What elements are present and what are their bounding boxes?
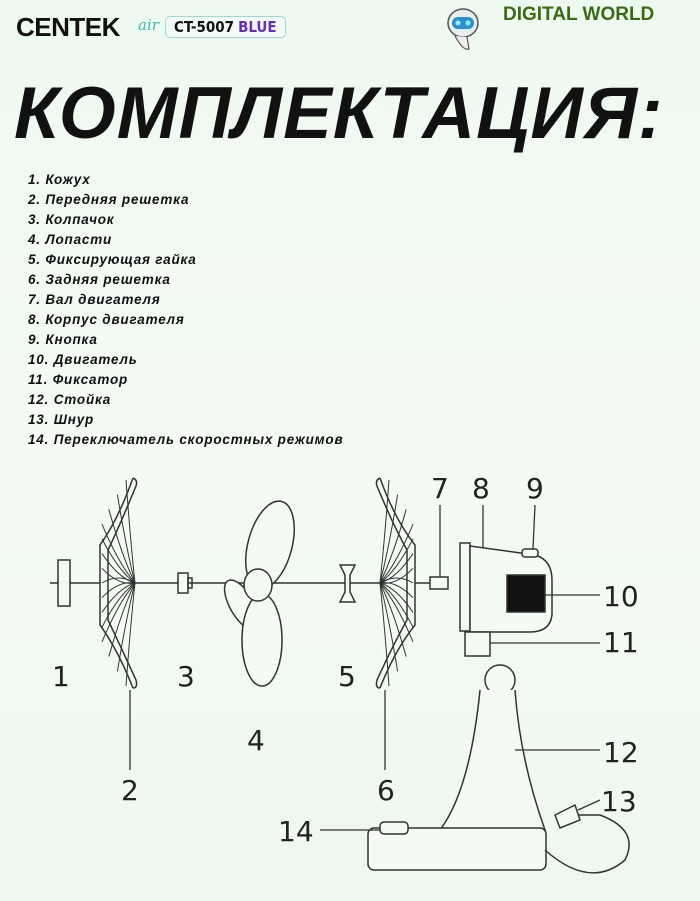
grille-spoke <box>379 509 407 584</box>
list-item: 12. Стойка <box>28 392 112 407</box>
page-title: КОМПЛЕКТАЦИЯ: <box>14 73 664 154</box>
grille-spoke <box>379 567 414 584</box>
grille-spoke <box>101 538 136 584</box>
plug-part <box>554 803 581 829</box>
grille-spoke <box>101 577 136 584</box>
grille-spoke <box>379 582 414 628</box>
cover-part <box>57 559 71 607</box>
list-item: 8. Корпус двигателя <box>28 312 185 327</box>
cap-part <box>177 572 189 594</box>
label-13: 13 <box>601 785 637 818</box>
brand-suffix: air <box>138 16 159 34</box>
label-3: 3 <box>177 660 195 693</box>
list-item: 14. Переключатель скоростных режимов <box>28 432 344 447</box>
store-name: DIGITAL WORLD <box>503 4 655 25</box>
cap-stem <box>187 577 193 589</box>
label-2: 2 <box>121 774 139 807</box>
leader-lines <box>129 504 601 831</box>
grille-spoke <box>101 582 136 599</box>
grille-spoke <box>379 523 414 584</box>
grille-spoke <box>379 582 390 687</box>
list-item: 2. Передняя решетка <box>28 192 190 207</box>
grille-spoke <box>379 582 407 657</box>
grille-spoke <box>101 582 136 613</box>
grille-spoke <box>379 538 414 584</box>
grille-spoke <box>101 523 136 584</box>
list-item: 13. Шнур <box>28 412 95 427</box>
front-grille-part <box>99 477 138 689</box>
label-14: 14 <box>278 815 314 848</box>
model-color: BLUE <box>238 18 277 36</box>
grille-spoke <box>379 582 414 599</box>
robot-logo-icon <box>447 8 479 50</box>
nut-part <box>338 564 357 603</box>
parts-list: 1. Кожух 2. Передняя решетка 3. Колпачок… <box>28 170 343 450</box>
label-7: 7 <box>431 472 449 505</box>
rear-grille-part <box>375 477 416 689</box>
list-item: 9. Кнопка <box>28 332 98 347</box>
cord-part <box>544 814 630 874</box>
motor-block <box>506 574 546 613</box>
label-8: 8 <box>472 472 490 505</box>
grille-spoke <box>379 479 390 584</box>
blades-part <box>223 500 295 687</box>
grille-spoke <box>379 582 399 672</box>
fan-exploded-diagram: 1 2 3 4 5 6 7 8 9 10 11 12 13 14 <box>50 472 639 874</box>
label-9: 9 <box>526 472 544 505</box>
grille-spoke <box>125 479 136 584</box>
shaft-part <box>429 576 449 590</box>
grille-spoke <box>379 582 414 643</box>
grille-spoke <box>101 567 136 584</box>
grille-spoke <box>379 582 414 613</box>
brand-logo: CENTEK <box>16 12 120 42</box>
grille-spoke <box>101 582 136 628</box>
list-item: 7. Вал двигателя <box>28 292 161 307</box>
label-5: 5 <box>338 660 356 693</box>
grille-spoke <box>116 494 136 584</box>
label-12: 12 <box>603 736 639 769</box>
stand-part <box>367 664 547 871</box>
speed-switch <box>379 821 409 835</box>
list-item: 5. Фиксирующая гайка <box>28 252 197 267</box>
grille-spoke <box>379 494 399 584</box>
grille-spoke <box>108 509 136 584</box>
list-item: 1. Кожух <box>28 172 91 187</box>
list-item: 3. Колпачок <box>28 212 115 227</box>
list-item: 4. Лопасти <box>28 232 113 247</box>
label-6: 6 <box>377 774 395 807</box>
list-item: 11. Фиксатор <box>28 372 129 387</box>
label-1: 1 <box>52 660 70 693</box>
grille-spoke <box>101 582 136 643</box>
grille-spoke <box>116 582 136 672</box>
grille-spoke <box>108 582 136 657</box>
grille-spoke <box>125 582 136 687</box>
label-11: 11 <box>603 626 639 659</box>
label-10: 10 <box>603 580 639 613</box>
label-4: 4 <box>247 724 265 757</box>
motor-housing-part <box>459 542 553 657</box>
grille-spoke <box>379 577 414 584</box>
list-item: 10. Двигатель <box>28 352 138 367</box>
model-number: CT-5007 <box>174 18 235 36</box>
list-item: 6. Задняя решетка <box>28 272 171 287</box>
